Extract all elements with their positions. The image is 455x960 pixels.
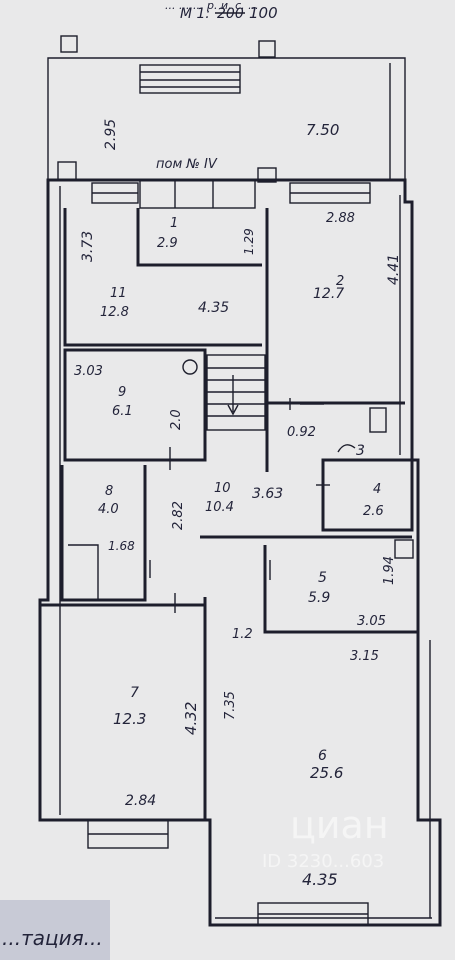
svg-text:4.0: 4.0 — [98, 502, 119, 517]
room-7: 7 12.3 4.32 2.84 7.35 — [113, 685, 238, 809]
svg-text:1.68: 1.68 — [108, 539, 135, 553]
svg-text:25.6: 25.6 — [310, 764, 343, 782]
room-3: 3 — [337, 443, 365, 459]
room-8: 8 4.0 1.68 — [98, 484, 135, 553]
stair-arrow — [227, 404, 239, 416]
svg-text:2.88: 2.88 — [326, 211, 355, 226]
post-left — [57, 161, 77, 181]
svg-text:3.05: 3.05 — [357, 614, 386, 629]
svg-text:2: 2 — [336, 274, 344, 289]
svg-text:3.03: 3.03 — [74, 364, 103, 379]
svg-text:7.35: 7.35 — [223, 691, 238, 720]
svg-text:11: 11 — [110, 286, 127, 301]
svg-text:10.4: 10.4 — [205, 500, 234, 515]
svg-text:2.6: 2.6 — [363, 504, 384, 519]
room-10: 10 10.4 3.63 2.82 — [171, 481, 283, 530]
svg-text:2.84: 2.84 — [125, 793, 156, 809]
room-9: 9 6.1 3.03 2.0 — [74, 364, 184, 430]
svg-text:6.1: 6.1 — [112, 404, 133, 419]
svg-text:3: 3 — [356, 443, 365, 459]
svg-text:8: 8 — [105, 484, 113, 499]
wall-room5 — [263, 545, 418, 634]
svg-text:4.35: 4.35 — [198, 300, 229, 316]
room-4: 4 2.6 — [363, 482, 384, 519]
terrace-steps — [139, 64, 241, 94]
scale-old: 200 — [217, 6, 244, 22]
svg-text:3.63: 3.63 — [252, 486, 283, 502]
svg-text:4.32: 4.32 — [182, 702, 200, 735]
wall-room1 — [136, 208, 262, 267]
watermark-brand: циан — [290, 803, 389, 847]
cian-watermark: циан ID 3230...603 — [262, 803, 389, 872]
premises-label: пом № IV — [156, 157, 218, 172]
terrace-dim-side: 2.95 — [103, 119, 119, 150]
svg-text:3.15: 3.15 — [350, 649, 379, 664]
svg-text:5: 5 — [318, 570, 327, 586]
vent-circle — [182, 359, 198, 375]
svg-text:12.8: 12.8 — [100, 305, 129, 320]
entrance-door — [139, 179, 256, 209]
scale-new: 100 — [249, 4, 278, 22]
shaft-box — [394, 539, 414, 559]
outer-wall — [38, 178, 442, 927]
svg-text:2.82: 2.82 — [171, 501, 186, 530]
svg-text:7: 7 — [130, 685, 139, 701]
svg-text:12.3: 12.3 — [113, 710, 146, 728]
stamp: ...тация... — [0, 900, 110, 960]
svg-text:9: 9 — [118, 385, 126, 400]
svg-text:4: 4 — [373, 482, 381, 497]
stamp-text: ...тация... — [2, 926, 103, 950]
svg-text:5.9: 5.9 — [308, 590, 330, 606]
toilet-symbol — [369, 407, 387, 433]
svg-text:2.0: 2.0 — [169, 409, 184, 430]
wall-room4 — [321, 458, 414, 532]
wall-room9 — [63, 348, 207, 462]
terrace-dim-width: 7.50 — [306, 121, 339, 139]
svg-text:10: 10 — [214, 481, 231, 496]
post-right — [257, 167, 277, 183]
scale-prefix: М 1: — [180, 6, 210, 22]
room-2: 2 12.7 2.88 4.41 — [313, 211, 402, 302]
dimension-ticks — [149, 398, 330, 613]
svg-text:2.9: 2.9 — [157, 236, 178, 251]
svg-text:12.7: 12.7 — [313, 286, 344, 302]
watermark-id: ID 3230...603 — [262, 851, 384, 872]
room-11: 11 12.8 3.73 4.35 — [80, 231, 229, 320]
svg-text:1.94: 1.94 — [382, 556, 397, 585]
svg-text:6: 6 — [318, 748, 327, 764]
svg-text:1.29: 1.29 — [242, 228, 256, 255]
wall-room11 — [63, 208, 262, 347]
svg-text:1.2: 1.2 — [232, 627, 253, 642]
room-6: 6 25.6 3.15 1.2 4.35 — [232, 627, 379, 889]
room-1: 1 2.9 1.29 — [157, 216, 256, 255]
marker-square-left — [60, 35, 78, 53]
svg-text:1: 1 — [170, 216, 178, 231]
svg-text:3.73: 3.73 — [80, 231, 96, 262]
room-5: 5 5.9 1.94 3.05 — [308, 556, 397, 629]
svg-text:4.35: 4.35 — [302, 870, 338, 889]
marker-square-right — [258, 40, 276, 58]
terrace-outline — [47, 57, 406, 181]
svg-text:4.41: 4.41 — [386, 254, 402, 285]
dim-092: 0.92 — [287, 425, 316, 440]
header-address: ... ... ... p. и, с. ... — [165, 0, 259, 12]
wall-room8 — [60, 465, 147, 602]
